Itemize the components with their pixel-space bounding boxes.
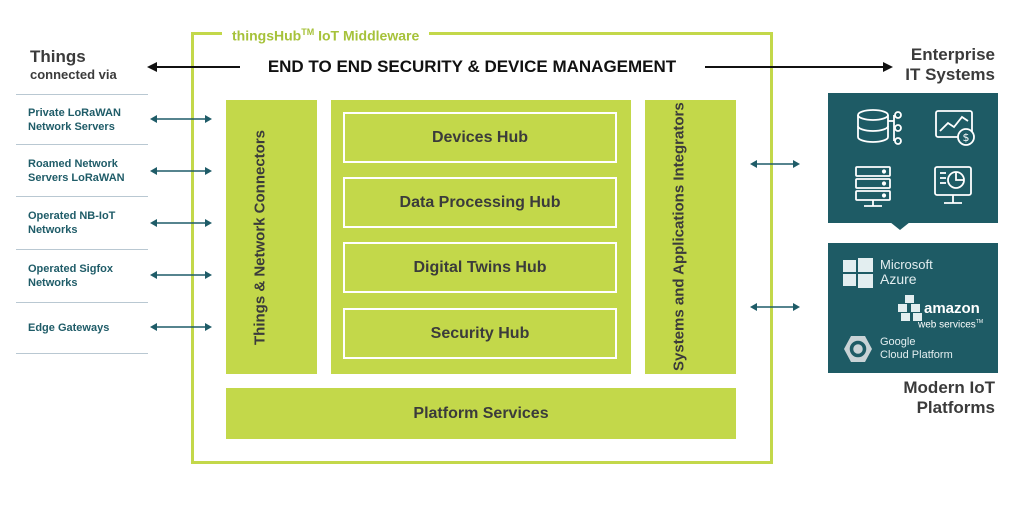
double-arrow-icon xyxy=(150,323,212,331)
double-arrow-icon xyxy=(150,271,212,279)
things-heading: Things xyxy=(30,47,86,66)
double-arrow-icon xyxy=(750,303,800,311)
management-banner: END TO END SECURITY & DEVICE MANAGEMENT xyxy=(240,56,704,78)
management-arrow xyxy=(147,62,893,72)
double-arrow-icon xyxy=(150,115,212,123)
right-arrows xyxy=(750,160,800,311)
svg-text:$: $ xyxy=(963,131,970,144)
middleware-title: thingsHubTM IoT Middleware xyxy=(222,22,430,46)
callout-pointer xyxy=(890,222,910,230)
database-network-icon xyxy=(857,109,902,145)
middleware-frame xyxy=(191,32,773,464)
finance-chart-icon: $ xyxy=(935,110,975,146)
left-arrows xyxy=(150,115,212,331)
list-item-edge-gateways: Edge Gateways xyxy=(16,302,148,353)
integrators-column: Systems and Applications Integrators xyxy=(645,100,736,374)
windows-logo-icon xyxy=(843,258,873,288)
platform-services: Platform Services xyxy=(226,388,736,439)
enterprise-systems-box xyxy=(828,93,998,223)
connectors-label: Things & Network Connectors xyxy=(251,129,269,345)
devices-hub: Devices Hub xyxy=(343,112,617,163)
connectors-column: Things & Network Connectors xyxy=(226,100,317,374)
list-divider xyxy=(16,353,148,354)
aws-cubes-icon xyxy=(898,295,922,321)
security-hub: Security Hub xyxy=(343,308,617,359)
things-subheading: connected via xyxy=(30,67,117,82)
aws-logo-text: amazon xyxy=(924,300,980,317)
aws-logo-subtext: web servicesTM xyxy=(918,319,984,331)
data-processing-hub: Data Processing Hub xyxy=(343,177,617,228)
double-arrow-icon xyxy=(750,160,800,168)
server-rack-icon xyxy=(855,166,891,207)
double-arrow-icon xyxy=(150,167,212,175)
double-arrow-icon xyxy=(150,219,212,227)
enterprise-icons: $ xyxy=(855,109,975,207)
dashboard-monitor-icon xyxy=(934,166,972,204)
integrators-label: Systems and Applications Integrators xyxy=(670,102,688,372)
google-cloud-hexagon-icon xyxy=(844,336,872,362)
digital-twins-hub: Digital Twins Hub xyxy=(343,242,617,293)
hubs-block xyxy=(331,100,631,374)
